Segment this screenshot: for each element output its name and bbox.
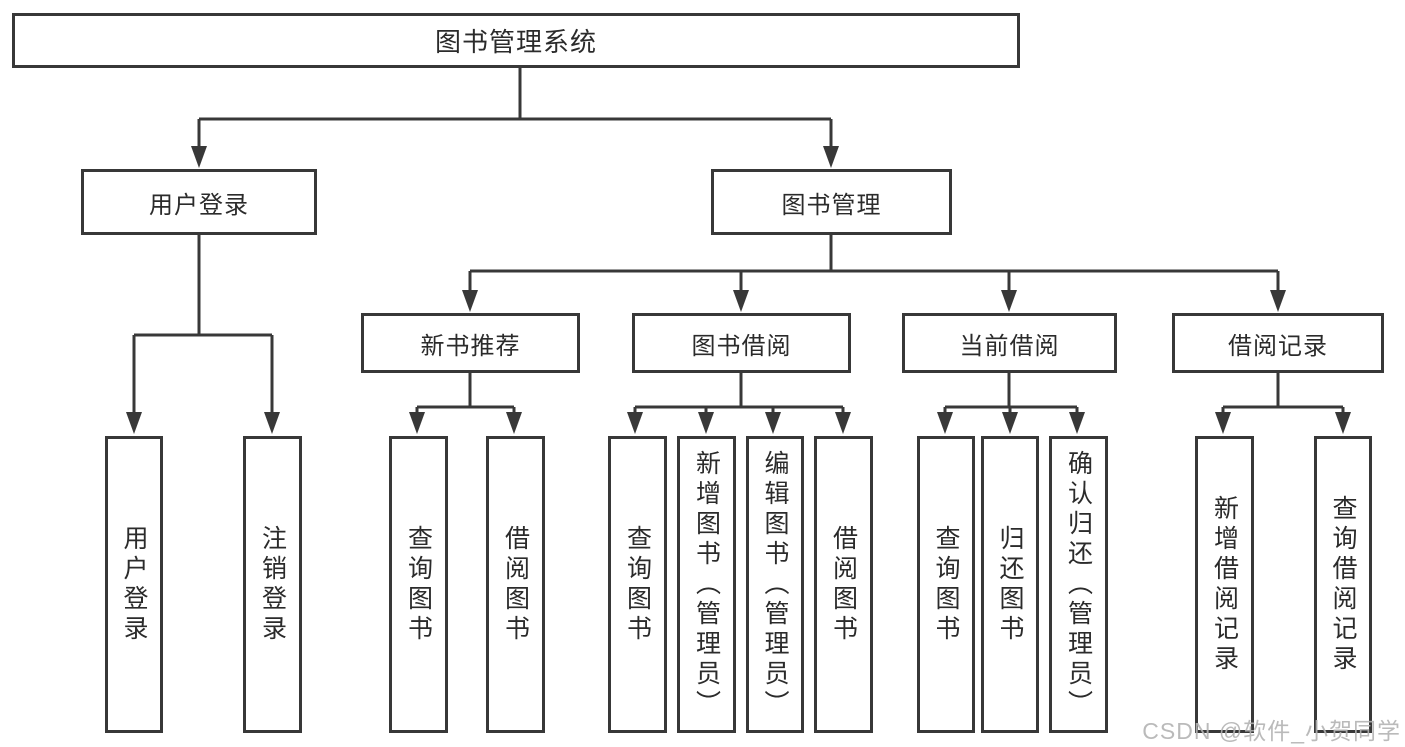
leaf-user-login-label: 用户登录 <box>120 524 148 645</box>
node-user-login-label: 用户登录 <box>149 191 249 219</box>
leaf-recommend-borrow-book-label: 借阅图书 <box>501 524 530 645</box>
leaf-borrow-query-book-label: 查询图书 <box>623 524 652 645</box>
node-book-borrow-label: 图书借阅 <box>691 332 792 360</box>
leaf-user-login: 用户登录 <box>105 436 163 733</box>
node-user-login: 用户登录 <box>81 169 317 235</box>
leaf-recommend-query-book-label: 查询图书 <box>404 524 433 645</box>
leaf-edit-book-admin: 编辑图书（管理员） <box>746 436 804 733</box>
leaf-current-query-book: 查询图书 <box>917 436 975 733</box>
leaf-add-book-admin: 新增图书（管理员） <box>677 436 736 733</box>
leaf-current-query-book-label: 查询图书 <box>932 524 960 645</box>
node-book-management-label: 图书管理 <box>781 191 882 219</box>
node-new-book-recommend: 新书推荐 <box>361 313 580 373</box>
node-book-borrow: 图书借阅 <box>632 313 851 373</box>
leaf-add-borrow-record: 新增借阅记录 <box>1195 436 1254 733</box>
node-borrow-record-label: 借阅记录 <box>1228 332 1328 360</box>
leaf-query-borrow-record: 查询借阅记录 <box>1314 436 1372 733</box>
leaf-logout-label: 注销登录 <box>258 524 287 645</box>
leaf-add-book-admin-label: 新增图书（管理员） <box>692 449 721 720</box>
leaf-return-book: 归还图书 <box>981 436 1039 733</box>
node-root: 图书管理系统 <box>12 13 1020 68</box>
leaf-query-borrow-record-label: 查询借阅记录 <box>1329 494 1357 675</box>
leaf-borrow-book: 借阅图书 <box>814 436 873 733</box>
leaf-add-borrow-record-label: 新增借阅记录 <box>1210 494 1239 675</box>
leaf-logout: 注销登录 <box>243 436 302 733</box>
csdn-watermark: CSDN @软件_小贺同学 <box>1142 718 1401 744</box>
leaf-borrow-book-label: 借阅图书 <box>829 524 858 645</box>
leaf-return-book-label: 归还图书 <box>996 524 1024 645</box>
node-book-management: 图书管理 <box>711 169 952 235</box>
leaf-edit-book-admin-label: 编辑图书（管理员） <box>761 449 789 720</box>
node-borrow-record: 借阅记录 <box>1172 313 1384 373</box>
node-current-borrow-label: 当前借阅 <box>959 332 1060 360</box>
node-current-borrow: 当前借阅 <box>902 313 1117 373</box>
leaf-confirm-return-admin: 确认归还（管理员） <box>1049 436 1108 733</box>
leaf-confirm-return-admin-label: 确认归还（管理员） <box>1064 449 1093 720</box>
node-root-label: 图书管理系统 <box>434 27 597 57</box>
leaf-borrow-query-book: 查询图书 <box>608 436 667 733</box>
leaf-recommend-query-book: 查询图书 <box>389 436 448 733</box>
node-new-book-recommend-label: 新书推荐 <box>420 332 521 360</box>
leaf-recommend-borrow-book: 借阅图书 <box>486 436 545 733</box>
